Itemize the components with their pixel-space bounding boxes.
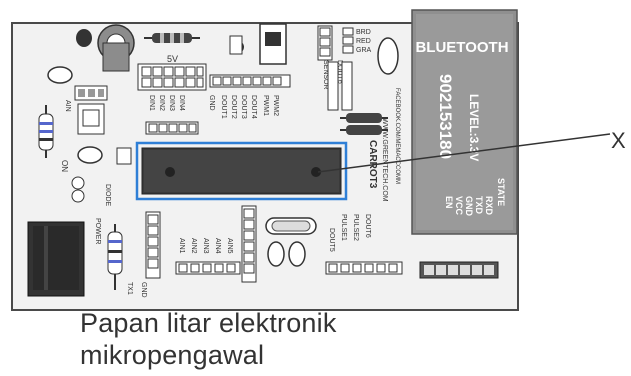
- gnd-label: GND: [140, 282, 147, 298]
- header-pin-label: DIN2: [158, 95, 165, 111]
- pulse-label: DOUT6: [364, 214, 371, 238]
- bluetooth-level: LEVEL:3.3V: [467, 94, 481, 161]
- voltage-label: 5V: [167, 54, 178, 64]
- sensor-labels: SENSOR DOUT6: [322, 60, 343, 90]
- header-pin-label: DOUT1: [220, 95, 227, 119]
- ain-label: AIN4: [214, 238, 221, 254]
- crystal-oscillator: [265, 217, 317, 267]
- bt-pin-label: TXD: [474, 196, 484, 215]
- pulse-label: DOUT5: [328, 228, 335, 252]
- header-labels-mid: DOUT1 DOUT2 DOUT3 DOUT4 PWM1 PWM2: [220, 95, 279, 119]
- tx-label: TX1: [126, 282, 133, 295]
- ain-header: [175, 261, 241, 275]
- resistor-pair-right: [340, 113, 388, 135]
- led-label: RED: [356, 38, 371, 45]
- small-regulator: [116, 147, 132, 165]
- ain-short-label: AIN: [64, 100, 71, 112]
- bluetooth-header: [419, 261, 499, 279]
- header-pin-label: DOUT4: [250, 95, 257, 119]
- pulse-label: PULSE1: [340, 214, 347, 241]
- header-pin-label: PWM1: [262, 95, 269, 116]
- pulse-labels: DOUT5 PULSE1 PULSE2 DOUT6: [328, 214, 371, 252]
- caption-line-1: Papan litar elektronik: [80, 308, 337, 338]
- power-label: POWER: [94, 218, 101, 244]
- ain-label: AIN2: [190, 238, 197, 254]
- website-line2: FACEBOOK.COM/MEMACCCOMM: [394, 88, 400, 184]
- header-pin-label: DIN3: [168, 95, 175, 111]
- resistor-top: [144, 33, 200, 43]
- sensor-header: [317, 25, 333, 61]
- diode-label: DIODE: [104, 184, 111, 207]
- bt-pin-label: EN: [444, 196, 454, 209]
- led-label: BRD: [356, 29, 371, 36]
- resistor-left: [38, 105, 54, 158]
- pin-header-top: [209, 74, 291, 88]
- led-label: GRA: [356, 47, 372, 54]
- sensor-label: SENSOR: [322, 60, 329, 90]
- header-labels-left: DIN1 DIN2 DIN3 DIN4 GND: [148, 95, 215, 111]
- bluetooth-module: BLUETOOTH 902153180 LEVEL:3.3V STATE RXD…: [411, 9, 518, 235]
- bluetooth-pin-labels: STATE RXD TXD GND VCC EN: [444, 178, 506, 217]
- header-pin-label: DIN1: [148, 95, 155, 111]
- bt-pin-label: RXD: [484, 196, 494, 216]
- pulse-label: PULSE2: [352, 214, 359, 241]
- pin-header-small: [145, 121, 199, 135]
- left-components: [47, 66, 108, 203]
- ain-label: AIN5: [226, 238, 233, 254]
- website-line1: WWW.GREENTECH.COM: [381, 118, 388, 202]
- bt-pin-label: VCC: [454, 196, 464, 216]
- header-pin-label: DOUT2: [230, 95, 237, 119]
- caption-line-2: mikropengawal: [80, 340, 265, 370]
- marker-label: X: [611, 128, 626, 153]
- microcontroller-chip: [135, 141, 348, 201]
- resistor-bottom-left: [107, 224, 123, 290]
- pin-header-6x2: [137, 63, 207, 91]
- bt-pin-label: STATE: [496, 178, 506, 206]
- bluetooth-id: 902153180: [436, 74, 455, 159]
- pulse-header: [325, 261, 403, 275]
- bt-pin-label: GND: [464, 196, 474, 217]
- led-indicators: BRD RED GRA: [342, 27, 399, 75]
- header-pin-label: DOUT3: [240, 95, 247, 119]
- sensor-label: DOUT6: [336, 60, 343, 84]
- regulator-top: [229, 23, 287, 65]
- ain-label: AIN3: [202, 238, 209, 254]
- ain-labels: AIN1 AIN2 AIN3 AIN4 AIN5: [178, 238, 233, 254]
- on-label: ON: [60, 160, 69, 172]
- header-pin-label: GND: [208, 95, 215, 111]
- ain-label: AIN1: [178, 238, 185, 254]
- pin-header-vertical-left: [145, 211, 161, 279]
- pin-header-vertical-center: [241, 205, 257, 283]
- power-jack: [27, 221, 85, 297]
- capacitor-ring: [76, 24, 135, 72]
- header-pin-label: PWM2: [272, 95, 279, 116]
- header-vertical-right: [327, 61, 353, 111]
- header-pin-label: DIN4: [178, 95, 185, 111]
- pointer-line: [317, 133, 611, 173]
- bluetooth-title: BLUETOOTH: [415, 39, 508, 56]
